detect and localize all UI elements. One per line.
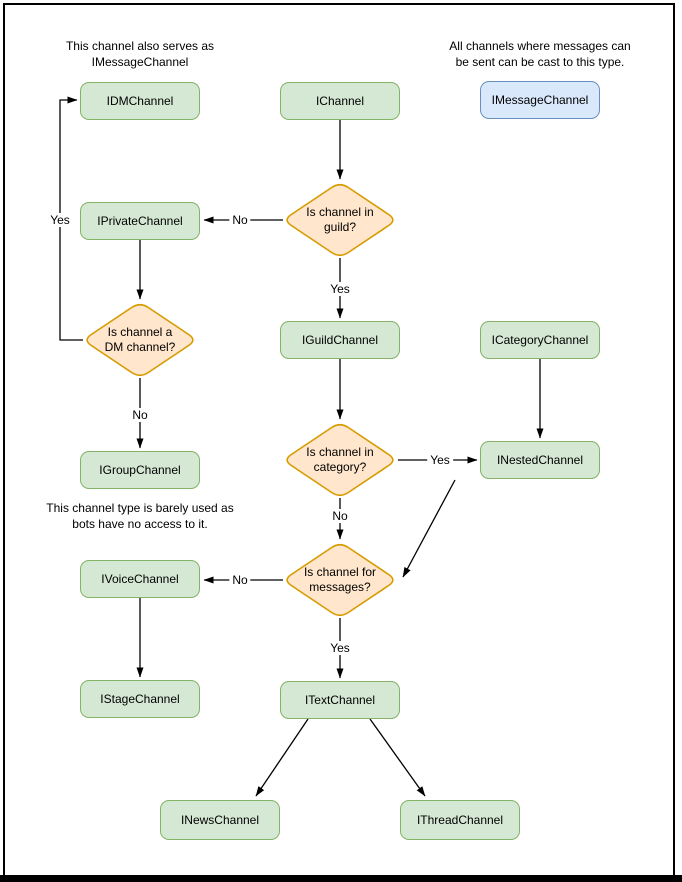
edge-label-messages-yes: Yes [327, 641, 353, 655]
decision-label-guild: Is channel in guild? [306, 205, 374, 234]
node-iprivatechannel: IPrivateChannel [80, 202, 200, 240]
decision-label-category: Is channel in category? [306, 445, 374, 474]
edge-label-dm-yes: Yes [47, 213, 73, 227]
node-idmchannel: IDMChannel [80, 82, 200, 120]
node-inewschannel: INewsChannel [160, 800, 280, 840]
node-ichannel: IChannel [280, 82, 400, 120]
annotation-igroupchannel-note: This channel type is barely used as bots… [46, 501, 234, 531]
edge-inestedchannel-to-messages-decision [402, 479, 456, 578]
node-itextchannel: ITextChannel [280, 681, 400, 719]
node-imessagechannel: IMessageChannel [480, 81, 600, 119]
bottom-black-bar [0, 875, 682, 882]
annotation-idmchannel-note: This channel also serves as IMessageChan… [65, 39, 215, 69]
decision-label-dm: Is channel a DM channel? [104, 325, 176, 354]
node-istagechannel: IStageChannel [80, 680, 200, 718]
edge-label-dm-no: No [129, 408, 151, 422]
node-inestedchannel: INestedChannel [480, 441, 600, 479]
node-igroupchannel: IGroupChannel [80, 451, 200, 489]
node-iguildchannel: IGuildChannel [280, 321, 400, 359]
node-ithreadchannel: IThreadChannel [400, 800, 520, 840]
edge-label-guild-no: No [229, 213, 251, 227]
edge-label-messages-no: No [229, 573, 251, 587]
edge-itextchannel-to-ithreadchannel [369, 718, 426, 797]
edge-label-category-no: No [329, 509, 351, 523]
edge-label-guild-yes: Yes [327, 282, 353, 296]
node-icategorychannel: ICategoryChannel [480, 321, 600, 359]
edge-label-category-yes: Yes [427, 453, 453, 467]
edge-itextchannel-to-inewschannel [255, 718, 309, 797]
annotation-imessagechannel-note: All channels where messages can be sent … [449, 39, 631, 69]
decision-label-messages: Is channel for messages? [303, 565, 377, 594]
node-ivoicechannel: IVoiceChannel [80, 560, 200, 598]
